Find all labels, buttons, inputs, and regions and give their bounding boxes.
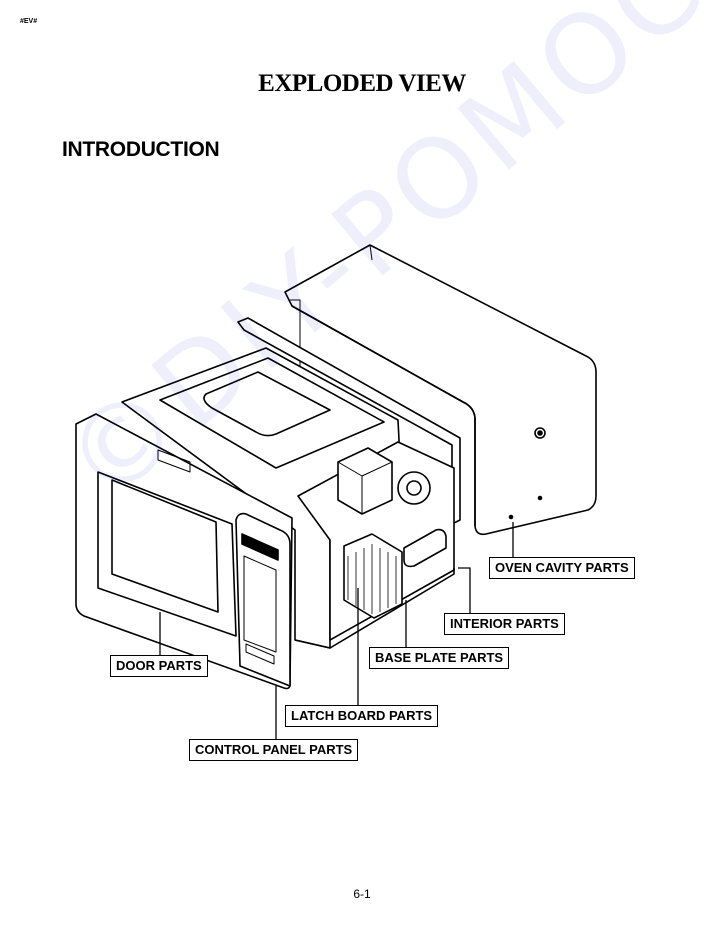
doc-tag: #EV# [20,18,38,25]
capacitor [403,528,447,568]
callout-oven-cavity-parts: OVEN CAVITY PARTS [489,557,635,579]
section-heading: INTRODUCTION [62,138,220,161]
control-display [241,533,279,561]
leader-interior [458,567,471,615]
cabinet-front-edge [291,305,476,526]
door-window-inner [111,479,219,613]
cavity-top-recess [203,371,331,437]
magnetron [337,447,393,515]
base-plate [294,568,455,649]
callout-base-plate-parts: BASE PLATE PARTS [369,647,510,669]
callout-control-panel-parts: CONTROL PANEL PARTS [189,739,359,761]
transformer [343,533,403,619]
callout-latch-board-parts: LATCH BOARD PARTS [285,705,439,727]
rear-panel [237,317,461,525]
callout-interior-parts: INTERIOR PARTS [444,613,565,635]
callout-door-parts: DOOR PARTS [110,655,208,677]
page-title: EXPLODED VIEW [258,70,466,97]
page-number: 6-1 [353,887,371,901]
